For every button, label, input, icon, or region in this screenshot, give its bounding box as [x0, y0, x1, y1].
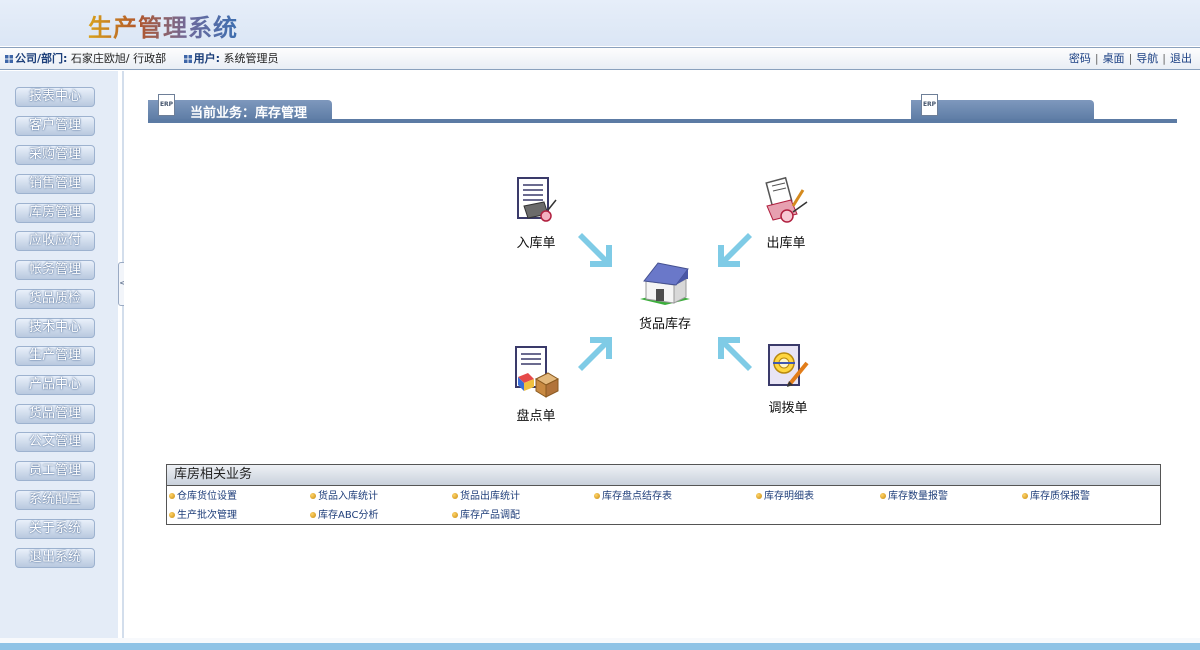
sidebar-item-purchasing[interactable]: 采购管理 [15, 145, 95, 165]
sidebar-item-production[interactable]: 生产管理 [15, 346, 95, 366]
outbound-order-node[interactable]: 出库单 [762, 176, 810, 251]
sidebar-item-documents[interactable]: 公文管理 [15, 432, 95, 452]
app-header: 生产管理系统 [0, 0, 1200, 46]
sidebar-divider [122, 71, 124, 638]
sidebar-item-quality[interactable]: 货品质检 [15, 289, 95, 309]
main-content: ERP 当前业务：库存管理 ERP 入库单 出库单 [124, 71, 1200, 638]
link-abc-analysis[interactable]: 库存ABC分析 [310, 509, 379, 523]
sidebar-item-tech[interactable]: 技术中心 [15, 318, 95, 338]
related-business-title: 库房相关业务 [167, 465, 1160, 486]
sidebar-item-config[interactable]: 系统配置 [15, 490, 95, 510]
footer-bar [0, 638, 1200, 650]
goods-inventory-label: 货品库存 [638, 317, 691, 332]
sidebar-item-products[interactable]: 产品中心 [15, 375, 95, 395]
sidebar-item-customers[interactable]: 客户管理 [15, 116, 95, 136]
arrow-up-left-icon [718, 337, 752, 371]
sidebar-item-accounts[interactable]: 帐务管理 [15, 260, 95, 280]
stocktake-order-icon [515, 346, 560, 398]
user-value: 系统管理员 [223, 52, 279, 65]
link-inventory-detail[interactable]: 库存明细表 [756, 490, 814, 504]
current-business-title: 当前业务：库存管理 [190, 106, 308, 121]
link-outbound-stats[interactable]: 货品出库统计 [452, 490, 520, 504]
transfer-order-node[interactable]: 调拨单 [764, 343, 812, 416]
warehouse-house-icon [640, 262, 690, 305]
tab-underline [148, 119, 1177, 123]
inbound-order-label: 入库单 [516, 236, 556, 251]
sidebar-item-sales[interactable]: 销售管理 [15, 174, 95, 194]
inbound-order-icon [517, 177, 557, 222]
sidebar-item-about[interactable]: 关于系统 [15, 519, 95, 539]
erp-doc-icon: ERP [158, 94, 175, 116]
arrow-down-right-icon [578, 233, 612, 267]
related-business-panel: 库房相关业务 仓库货位设置 货品入库统计 货品出库统计 库存盘点结存表 库存明细… [166, 464, 1161, 525]
arrow-down-left-icon [718, 233, 752, 267]
transfer-order-icon [768, 344, 809, 387]
stocktake-order-node[interactable]: 盘点单 [512, 345, 560, 424]
link-warranty-alert[interactable]: 库存质保报警 [1022, 490, 1090, 504]
arrow-up-right-icon [578, 337, 612, 371]
sidebar-item-exit[interactable]: 退出系统 [15, 548, 95, 568]
grid-icon [183, 55, 192, 63]
secondary-tab: ERP [911, 94, 1094, 121]
password-link[interactable]: 密码 [1068, 52, 1091, 65]
link-inbound-stats[interactable]: 货品入库统计 [310, 490, 378, 504]
sidebar: 报表中心 客户管理 采购管理 销售管理 库房管理 应收应付 帐务管理 货品质检 … [0, 71, 118, 638]
sidebar-item-receivables[interactable]: 应收应付 [15, 231, 95, 251]
user-label: 用户: [193, 52, 221, 65]
company-label: 公司/部门: [15, 52, 68, 65]
grid-icon [5, 55, 13, 63]
sidebar-item-staff[interactable]: 员工管理 [15, 461, 95, 481]
link-stocktake-balance[interactable]: 库存盘点结存表 [594, 490, 672, 504]
sidebar-item-goods[interactable]: 货品管理 [15, 404, 95, 424]
inbound-order-node[interactable]: 入库单 [512, 176, 560, 251]
company-value: 石家庄欧旭/ 行政部 [70, 52, 167, 65]
transfer-order-label: 调拨单 [768, 401, 808, 416]
link-location-settings[interactable]: 仓库货位设置 [169, 490, 237, 504]
sidebar-item-warehouse[interactable]: 库房管理 [15, 203, 95, 223]
erp-doc-icon: ERP [921, 94, 938, 116]
outbound-order-icon [765, 176, 808, 223]
sidebar-item-reports[interactable]: 报表中心 [15, 87, 95, 107]
logout-link[interactable]: 退出 [1170, 52, 1192, 65]
app-title: 生产管理系统 [88, 8, 238, 43]
info-bar: 公司/部门: 石家庄欧旭/ 行政部 用户: 系统管理员 密码|桌面|导航|退出 [0, 47, 1200, 70]
session-info: 公司/部门: 石家庄欧旭/ 行政部 用户: 系统管理员 [5, 48, 293, 69]
goods-inventory-node[interactable]: 货品库存 [632, 259, 698, 332]
current-business-tab: ERP 当前业务：库存管理 [148, 94, 332, 121]
navigation-link[interactable]: 导航 [1136, 52, 1159, 65]
outbound-order-label: 出库单 [766, 236, 806, 251]
link-quantity-alert[interactable]: 库存数量报警 [880, 490, 948, 504]
top-links: 密码|桌面|导航|退出 [1068, 52, 1192, 65]
stocktake-order-label: 盘点单 [516, 409, 556, 424]
link-batch-management[interactable]: 生产批次管理 [169, 509, 237, 523]
link-product-allocation[interactable]: 库存产品调配 [452, 509, 520, 523]
desktop-link[interactable]: 桌面 [1102, 52, 1125, 65]
